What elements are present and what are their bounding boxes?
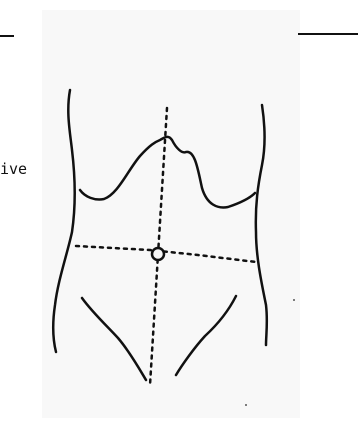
- vertical-midline: [150, 108, 167, 385]
- speck-mark: [293, 299, 295, 301]
- umbilicus-circle: [152, 248, 164, 260]
- right-inguinal-curve: [176, 296, 236, 375]
- left-inguinal-curve: [82, 298, 146, 380]
- rib-cage-arch: [80, 137, 255, 208]
- speck-mark: [245, 404, 247, 406]
- horizontal-umbilical-line: [76, 246, 256, 262]
- left-body-contour: [53, 90, 74, 352]
- right-body-contour: [256, 105, 267, 345]
